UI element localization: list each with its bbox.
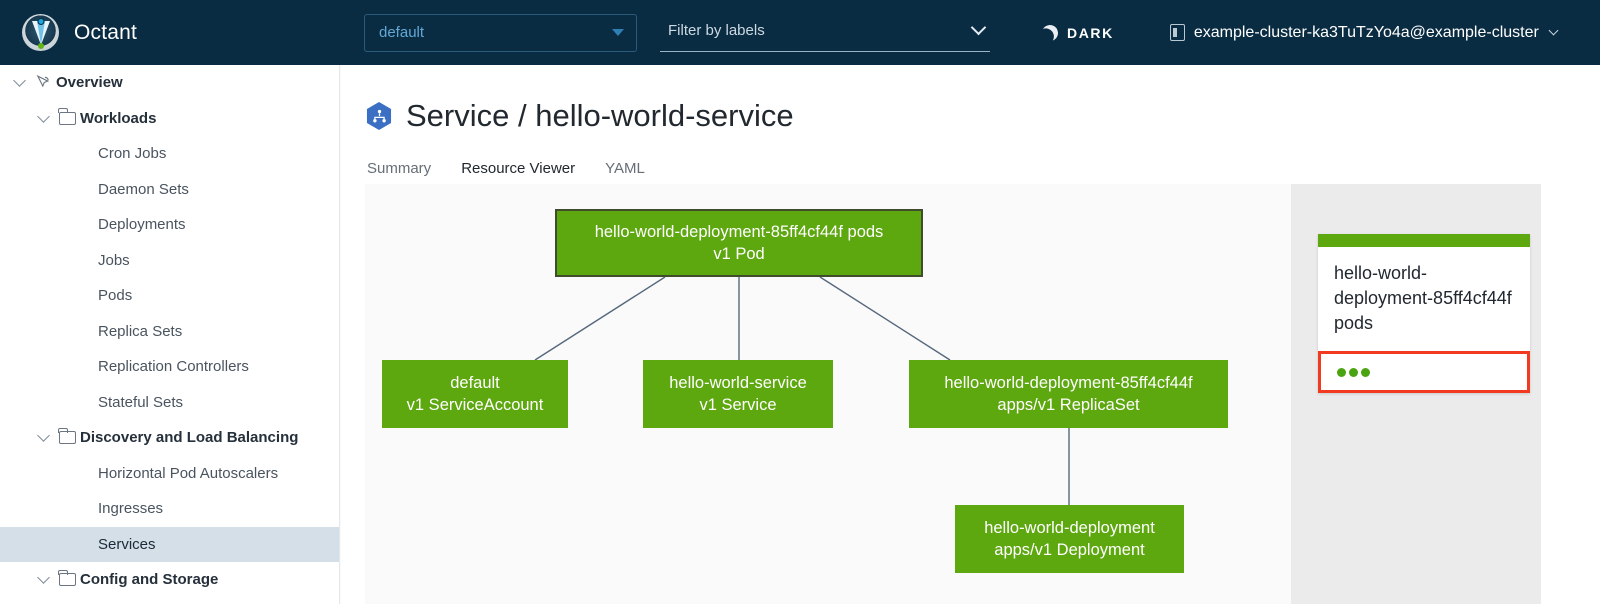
- chevron-down-icon: [36, 429, 50, 443]
- sidebar-item-label: Overview: [56, 74, 123, 92]
- node-kind: apps/v1 Deployment: [994, 541, 1145, 559]
- card-status-bar: [1318, 234, 1530, 247]
- theme-toggle-label: DARK: [1067, 24, 1114, 41]
- chevron-down-icon: [970, 19, 987, 36]
- pod-status-dot[interactable]: [1337, 367, 1346, 377]
- graph-node-replicaset[interactable]: hello-world-deployment-85ff4cf44f apps/v1…: [909, 360, 1228, 428]
- sidebar-item-workloads[interactable]: Workloads: [0, 101, 339, 137]
- caret-down-icon: [612, 29, 624, 36]
- expand-toggle[interactable]: [32, 571, 54, 585]
- page-title-text: Service / hello-world-service: [406, 98, 794, 133]
- graph-node-serviceaccount[interactable]: default v1 ServiceAccount: [382, 360, 568, 428]
- pod-status-dot[interactable]: [1349, 367, 1358, 377]
- sidebar-item-label: Deployments: [98, 216, 186, 234]
- sidebar-item-jobs[interactable]: ☷Jobs: [83, 251, 130, 269]
- sidebar-item-pods[interactable]: ▣Pods: [83, 287, 133, 305]
- sidebar-item-replication-controllers[interactable]: Replication Controllers: [0, 349, 339, 385]
- cursor-icon: [30, 74, 56, 91]
- octant-logo-icon: [22, 14, 59, 51]
- graph-node-deployment[interactable]: hello-world-deployment apps/v1 Deployment: [955, 505, 1184, 573]
- node-name: hello-world-deployment-85ff4cf44f: [944, 373, 1193, 392]
- brand-name: Octant: [74, 20, 138, 44]
- sidebar-item-horizontal-pod-autoscalers[interactable]: ◉Horizontal Pod Autoscalers: [84, 464, 279, 482]
- expand-toggle[interactable]: [32, 429, 54, 443]
- cluster-selector[interactable]: example-cluster-ka3TuTzYo4a@example-clus…: [1169, 23, 1559, 42]
- theme-toggle-dark[interactable]: DARK: [1042, 25, 1114, 41]
- sidebar-item-label: Services: [98, 535, 156, 553]
- sidebar-item-label: Workloads: [80, 109, 157, 127]
- folder-icon: [54, 569, 80, 587]
- expand-toggle[interactable]: [32, 109, 54, 123]
- graph-node-pods[interactable]: hello-world-deployment-85ff4cf44f pods v1…: [555, 209, 923, 277]
- chevron-down-icon: [36, 571, 50, 585]
- node-kind: v1 Service: [699, 396, 777, 414]
- moon-icon: [1040, 22, 1060, 42]
- expand-toggle[interactable]: [8, 74, 30, 88]
- tab-summary[interactable]: Summary: [367, 160, 432, 177]
- node-kind: v1 ServiceAccount: [406, 396, 544, 414]
- label-filter-placeholder: Filter by labels: [668, 21, 765, 39]
- node-name: hello-world-deployment: [984, 518, 1155, 537]
- sidebar-item-overview[interactable]: Overview: [0, 65, 339, 101]
- pod-status-dot[interactable]: [1361, 367, 1370, 377]
- graph-edges: [534, 276, 1070, 505]
- label-filter-input[interactable]: Filter by labels: [660, 14, 990, 52]
- sidebar-item-daemon-sets[interactable]: ◉Daemon Sets: [84, 180, 189, 198]
- cluster-icon: [1169, 24, 1185, 41]
- cluster-name: example-cluster-ka3TuTzYo4a@example-clus…: [1193, 23, 1539, 41]
- node-kind: v1 Pod: [713, 245, 765, 263]
- node-name: hello-world-service: [669, 373, 807, 392]
- sidebar-item-stateful-sets[interactable]: ☰Stateful Sets: [83, 393, 184, 411]
- sidebar-item-label: Jobs: [98, 251, 130, 269]
- resource-viewer: hello-world-deployment-85ff4cf44f pods v1…: [365, 184, 1541, 604]
- sidebar-item-services[interactable]: ⑂Services: [0, 526, 339, 562]
- node-name: hello-world-deployment-85ff4cf44f pods: [594, 222, 884, 241]
- sidebar-item-label: Pods: [98, 287, 133, 305]
- node-kind: apps/v1 ReplicaSet: [997, 396, 1140, 414]
- top-header: Octant default Filter by labels DARK exa…: [0, 0, 1600, 65]
- sidebar-item-deployments[interactable]: Deployments: [0, 207, 339, 243]
- tab-yaml[interactable]: YAML: [605, 160, 645, 177]
- card-title: hello-world-deployment-85ff4cf44f pods: [1334, 263, 1512, 333]
- graph-node-service[interactable]: hello-world-service v1 Service: [643, 360, 833, 428]
- sidebar-item-discovery-and-load-balancing[interactable]: Discovery and Load Balancing: [0, 420, 339, 456]
- sidebar-item-label: Ingresses: [98, 500, 164, 518]
- sidebar-item-label: Config and Storage: [80, 571, 219, 589]
- sidebar-item-label: Cron Jobs: [98, 145, 167, 163]
- sidebar-item-label: Replica Sets: [98, 322, 183, 340]
- chevron-down-icon: [1548, 25, 1559, 36]
- selected-resource-card[interactable]: hello-world-deployment-85ff4cf44f pods: [1318, 234, 1530, 394]
- folder-icon: [54, 427, 80, 445]
- namespace-select[interactable]: default: [364, 13, 637, 52]
- sidebar-item-replica-sets[interactable]: ❖Replica Sets: [83, 322, 183, 340]
- sidebar-item-ingresses[interactable]: ✱Ingresses: [84, 500, 164, 518]
- node-name: default: [450, 373, 500, 392]
- sidebar-item-label: Horizontal Pod Autoscalers: [98, 464, 279, 482]
- sidebar-item-label: Daemon Sets: [98, 180, 189, 198]
- sidebar-item-label: Stateful Sets: [98, 393, 184, 411]
- folder-icon: [54, 108, 80, 125]
- sidebar-item-cron-jobs[interactable]: ⏱Cron Jobs: [84, 145, 167, 163]
- namespace-value: default: [379, 24, 425, 41]
- detail-side-panel: hello-world-deployment-85ff4cf44f pods: [1291, 184, 1541, 604]
- page-title: Service / hello-world-service: [365, 98, 1600, 134]
- sidebar-item-label: Discovery and Load Balancing: [80, 429, 299, 447]
- sidebar-item-label: Replication Controllers: [98, 358, 249, 376]
- service-icon: [366, 102, 392, 130]
- chevron-down-icon: [12, 74, 26, 88]
- chevron-down-icon: [36, 109, 50, 123]
- brand-area[interactable]: Octant: [0, 14, 340, 51]
- sidebar-item-config-and-storage[interactable]: Config and Storage: [0, 562, 339, 598]
- pod-status-indicators[interactable]: [1318, 351, 1530, 394]
- resource-graph-canvas[interactable]: hello-world-deployment-85ff4cf44f pods v1…: [365, 184, 1291, 604]
